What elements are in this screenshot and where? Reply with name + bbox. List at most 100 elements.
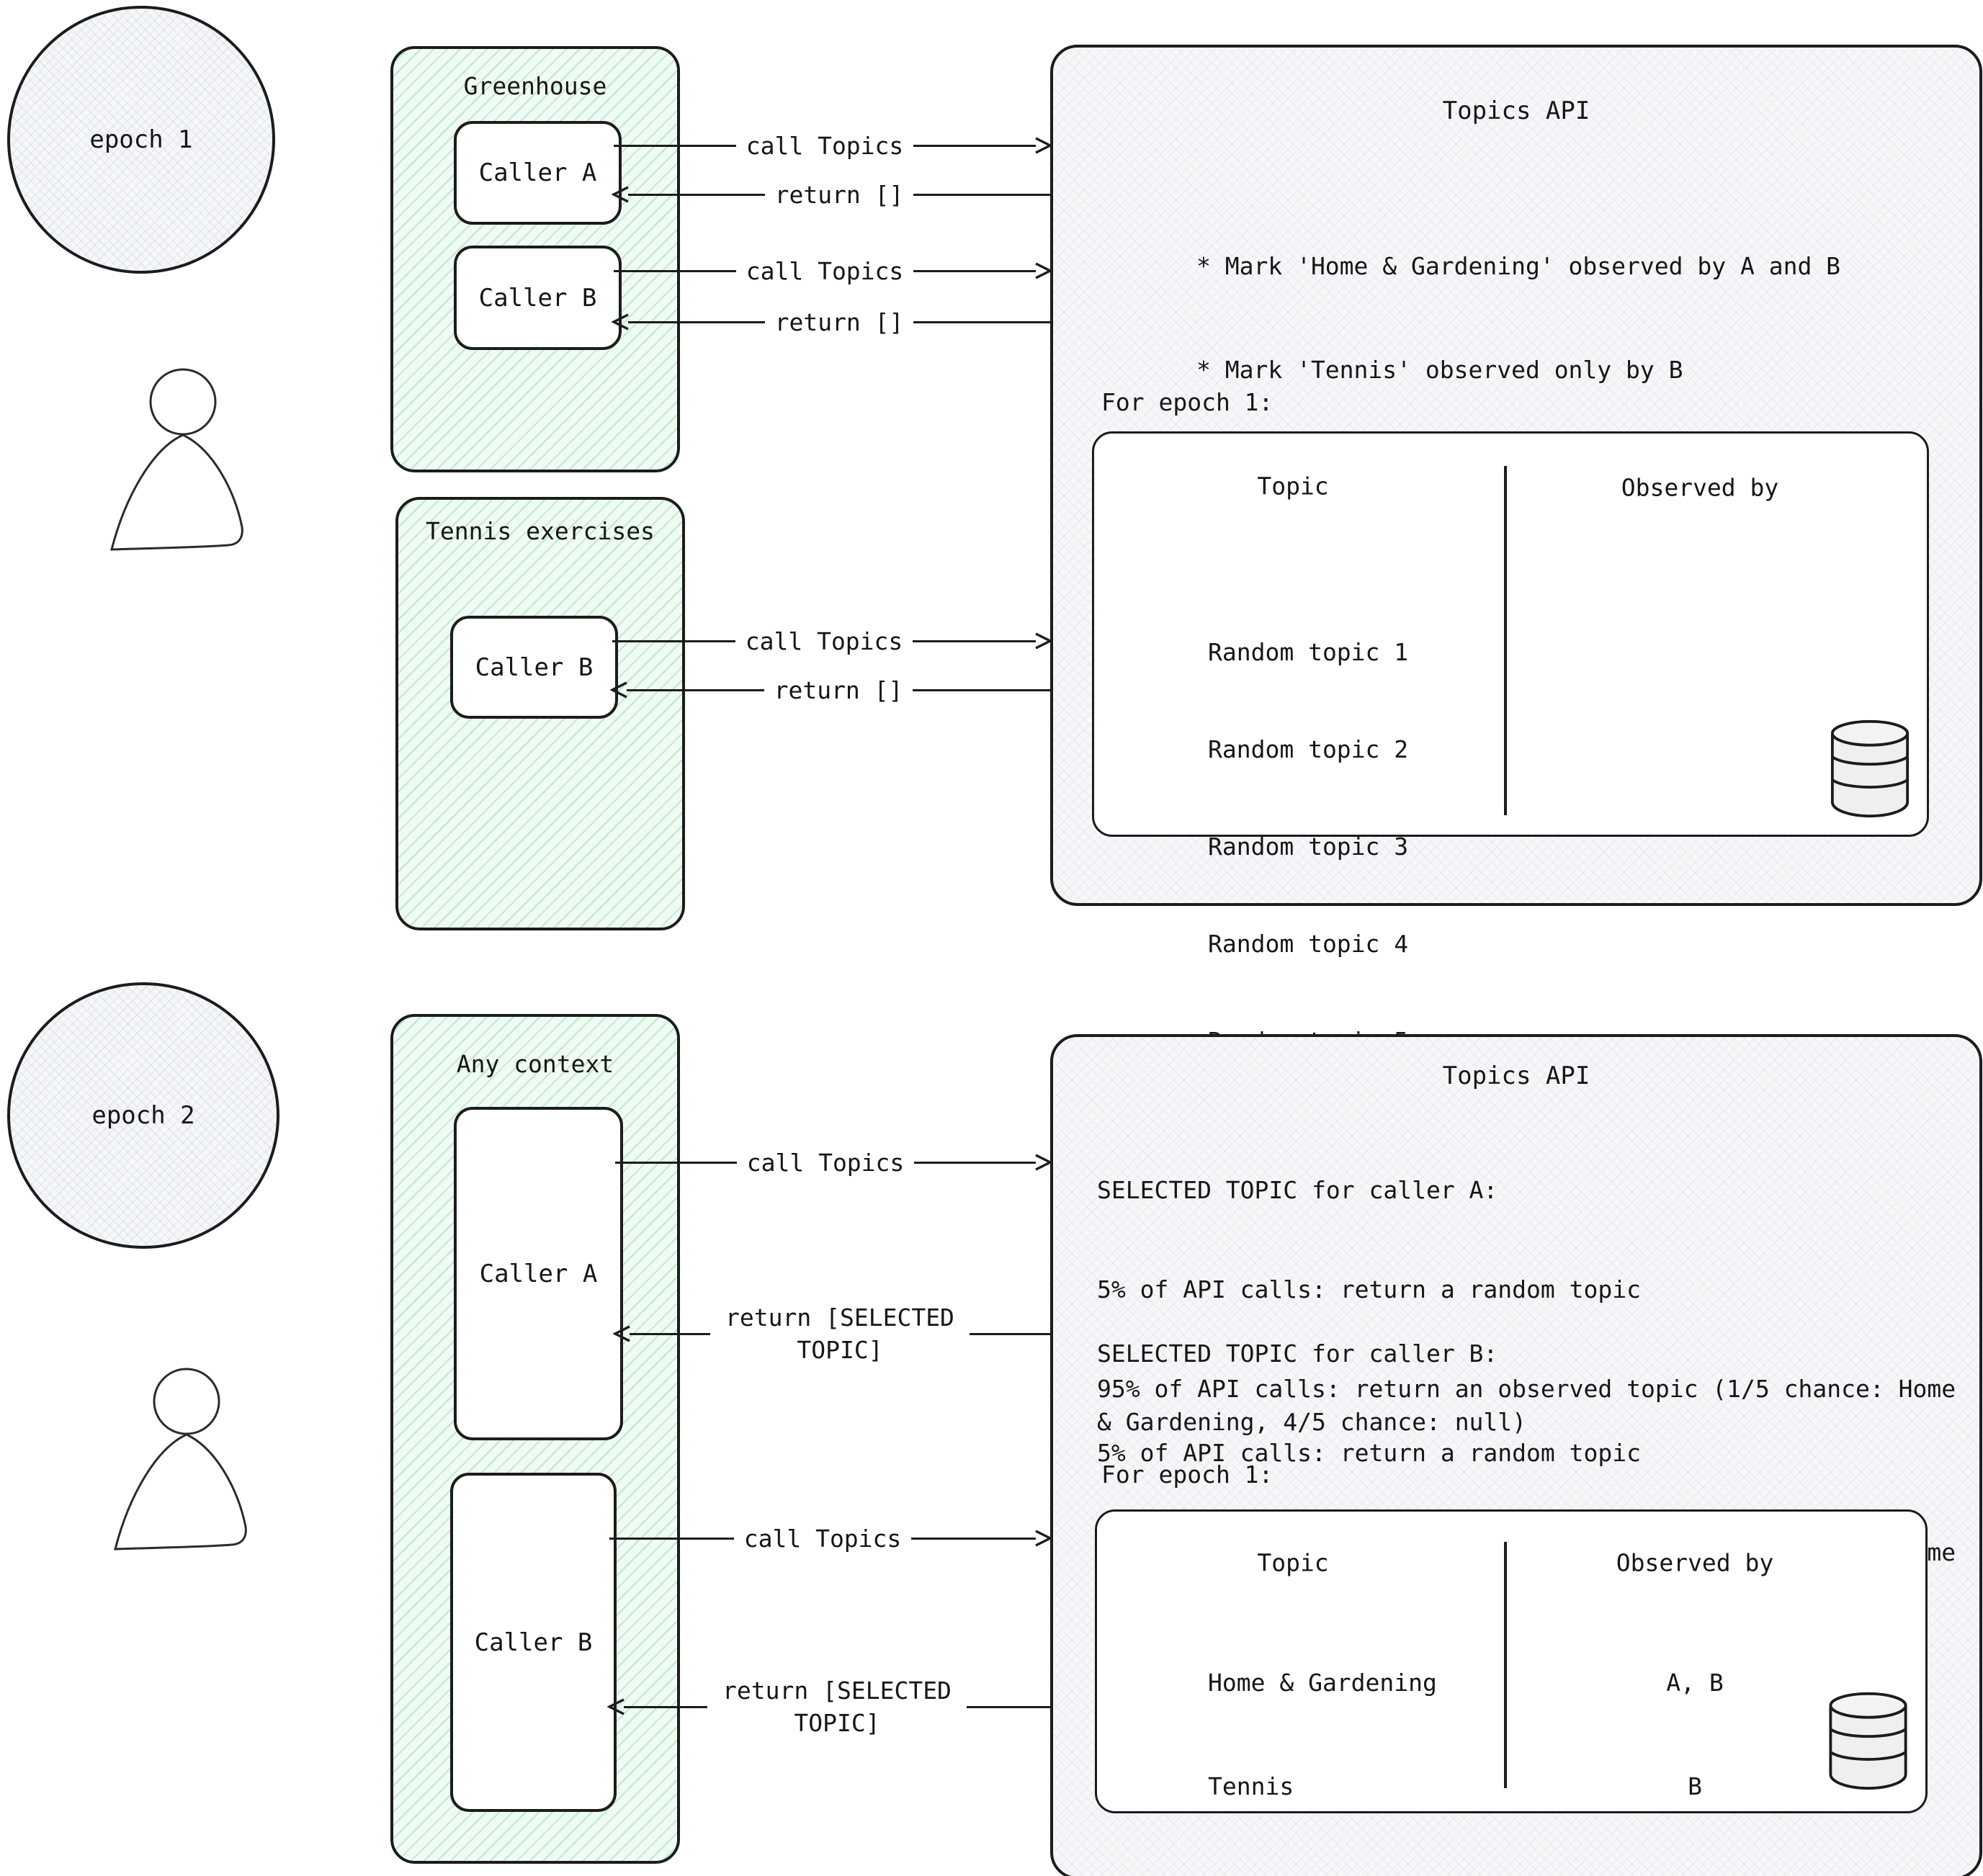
database-icon [1829,1692,1907,1790]
api-notes: * Mark 'Home & Gardening' observed by A … [1196,180,1840,457]
caller-b-box-epoch1: Caller B [454,246,622,350]
arrow-line [630,1332,710,1335]
arrow-label: call Topics [746,131,904,160]
topics-api-box-epoch2: Topics API SELECTED TOPIC for caller A: … [1050,1034,1982,1876]
rule-line: 5% of API calls: return a random topic [1097,1275,1641,1303]
arrow-line [913,193,1050,196]
topics-api-title: Topics API [1442,1062,1590,1090]
arrow-caller-a-return-epoch2: return [SELECTED TOPIC] [613,1298,1050,1370]
table-row: Random topic 4 [1208,930,1409,958]
caller-a-label: Caller A [479,1259,598,1288]
epoch-2-circle: epoch 2 [7,982,279,1249]
epoch-2-label: epoch 2 [91,1101,195,1130]
arrow-line [615,1161,737,1164]
arrow-caller-b-return-epoch2: return [SELECTED TOPIC] [607,1671,1050,1743]
arrow-line [614,144,736,147]
table-header-topic: Topic [1257,472,1329,501]
table-row: Random topic 1 [1208,1873,1437,1876]
table-row: Tennis [1208,1772,1294,1800]
table-topic-column: Random topic 1 Random topic 2 Random top… [1208,571,1408,1122]
arrow-line [612,639,735,642]
arrow-line [970,1332,1050,1335]
arrowhead-right-icon [1034,1152,1053,1173]
arrow-label: return [] [774,308,904,336]
epoch-heading: For epoch 1: [1101,1460,1273,1489]
table-topic-column: Home & Gardening Tennis Random topic 1 R… [1208,1597,1437,1876]
arrow-label: return [] [774,676,903,704]
arrow-line [911,1537,1037,1540]
table-row: B [1688,1772,1702,1800]
person-icon [110,368,243,551]
api-note-line: * Mark 'Tennis' observed only by B [1196,356,1683,384]
greenhouse-title: Greenhouse [463,72,607,100]
table-row: Home & Gardening [1208,1669,1437,1697]
arrow-line [627,688,764,691]
table-divider [1504,1542,1507,1788]
arrow-label: call Topics [743,1524,902,1553]
caller-b-box-epoch2: Caller B [450,1473,617,1812]
caller-b-label: Caller B [474,1628,593,1657]
api-note-line: * Mark 'Home & Gardening' observed by A … [1196,252,1841,280]
caller-b-box-tennis: Caller B [450,616,618,719]
caller-b-label: Caller B [475,652,594,682]
caller-a-box-epoch1: Caller A [454,121,622,225]
arrow-tennis-b-call: call Topics [612,605,1053,677]
arrow-line [614,269,736,272]
arrow-line [967,1705,1050,1708]
table-row: A, B [1666,1669,1724,1697]
database-icon [1830,719,1910,818]
table-observed-column [1598,571,1778,960]
arrowhead-right-icon [1034,630,1053,652]
arrow-label: call Topics [745,627,903,655]
arrow-line [609,1537,734,1540]
arrow-label: return [SELECTED TOPIC] [722,1677,952,1737]
arrow-caller-a-call: call Topics [614,109,1053,181]
topics-table-epoch1: Topic Observed by Random topic 1 Random … [1092,431,1929,1055]
any-context-title: Any context [456,1050,614,1078]
arrow-tennis-b-return: return [] [610,654,1050,726]
topics-api-box-epoch1: Topics API * Mark 'Home & Gardening' obs… [1050,45,1982,1055]
epoch-heading: For epoch 1: [1101,388,1273,416]
arrowhead-left-icon [612,311,630,333]
arrow-line [628,193,765,196]
arrow-label: return [SELECTED TOPIC] [725,1303,954,1364]
arrowhead-right-icon [1034,135,1053,156]
topics-api-title: Topics API [1442,97,1590,125]
epoch-1-circle: epoch 1 [7,6,275,274]
table-header-topic: Topic [1257,1548,1329,1577]
arrow-label: call Topics [746,256,904,285]
arrow-line [913,144,1037,147]
epoch-1-label: epoch 1 [89,125,193,154]
tennis-title: Tennis exercises [426,517,655,545]
arrowhead-left-icon [610,679,629,701]
arrow-line [913,688,1050,691]
arrow-line [913,320,1050,323]
arrowhead-right-icon [1034,1527,1053,1549]
caller-a-label: Caller A [478,158,597,187]
table-row: Random topic 3 [1208,832,1409,861]
arrow-label: call Topics [746,1148,905,1177]
arrow-label: return [] [774,180,904,209]
arrow-line [624,1705,707,1708]
arrow-line [914,1161,1037,1164]
arrow-caller-b-call-epoch2: call Topics [609,1502,1053,1574]
rule-line: 95% of API calls: return an observed top… [1097,1375,1970,1436]
table-header-observed: Observed by [1616,1548,1774,1577]
table-observed-column: A, B B [1628,1597,1762,1876]
selection-rules-caller-a: SELECTED TOPIC for caller A: 5% of API c… [1097,1108,1969,1505]
topics-table-epoch2: Topic Observed by Home & Gardening Tenni… [1095,1509,1928,1813]
table-header-observed: Observed by [1621,473,1779,502]
arrow-line [628,320,765,323]
arrowhead-left-icon [612,184,630,205]
arrow-caller-b-call: call Topics [614,235,1053,307]
rule-line: SELECTED TOPIC for caller B: [1097,1339,1498,1368]
table-row: Random topic 1 [1208,638,1409,666]
arrow-line [913,639,1037,642]
arrow-caller-a-call-epoch2: call Topics [615,1126,1053,1198]
caller-a-box-epoch2: Caller A [454,1107,623,1440]
caller-b-label: Caller B [478,283,597,313]
table-divider [1504,466,1507,815]
arrow-caller-b-return: return [] [612,286,1050,358]
arrowhead-left-icon [613,1323,632,1345]
